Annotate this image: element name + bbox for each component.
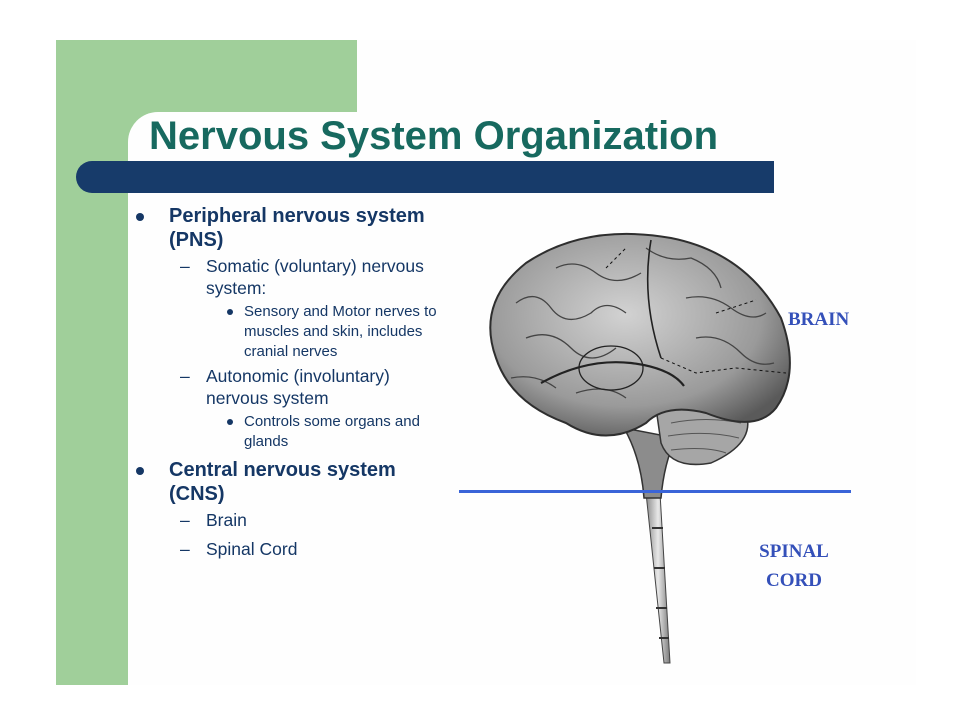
bullet-pns-text: Peripheral nervous system (PNS)	[169, 205, 425, 251]
sub-bullet-autonomic-text: Autonomic (involuntary) nervous system	[206, 366, 390, 408]
sub-bullet-brain-text: Brain	[206, 510, 247, 530]
sub-bullet-autonomic: – Autonomic (involuntary) nervous system	[136, 365, 456, 409]
bullet-cns-text: Central nervous system (CNS)	[169, 459, 396, 505]
slide: Nervous System Organization Peripheral n…	[56, 40, 916, 685]
spinal-label-line1: SPINAL	[759, 541, 829, 562]
spinal-cord-label: SPINAL CORD	[744, 537, 844, 595]
sub-bullet-spinal-cord-text: Spinal Cord	[206, 539, 298, 559]
bullet-list: Peripheral nervous system (PNS) – Somati…	[136, 202, 456, 560]
bullet-dot-icon	[227, 419, 233, 425]
bullet-pns: Peripheral nervous system (PNS)	[136, 204, 456, 252]
spinal-label-line2: CORD	[766, 570, 822, 591]
bullet-dot-icon	[136, 213, 144, 221]
sub-bullet-brain: – Brain	[136, 509, 456, 531]
detail-autonomic-text: Controls some organs and glands	[244, 413, 420, 450]
dash-icon: –	[180, 510, 190, 530]
sub-bullet-somatic: – Somatic (voluntary) nervous system:	[136, 255, 456, 299]
dash-icon: –	[180, 539, 190, 559]
sub-bullet-spinal-cord: – Spinal Cord	[136, 538, 456, 560]
dash-icon: –	[180, 366, 190, 386]
sub-bullet-somatic-text: Somatic (voluntary) nervous system:	[206, 256, 424, 298]
detail-autonomic: Controls some organs and glands	[136, 412, 456, 452]
brain-illustration	[489, 232, 791, 664]
bullet-cns: Central nervous system (CNS)	[136, 458, 456, 506]
detail-somatic: Sensory and Motor nerves to muscles and …	[136, 302, 456, 362]
detail-somatic-text: Sensory and Motor nerves to muscles and …	[244, 303, 437, 360]
spinal-cord-drawing	[645, 492, 671, 664]
slide-title: Nervous System Organization	[149, 114, 719, 158]
brain-label: BRAIN	[788, 309, 850, 330]
cerebrum-drawing	[489, 232, 791, 437]
dash-icon: –	[180, 256, 190, 276]
brain-spinal-divider-line	[459, 490, 851, 493]
bullet-dot-icon	[136, 467, 144, 475]
bullet-dot-icon	[227, 309, 233, 315]
title-underline-bar	[76, 161, 774, 193]
